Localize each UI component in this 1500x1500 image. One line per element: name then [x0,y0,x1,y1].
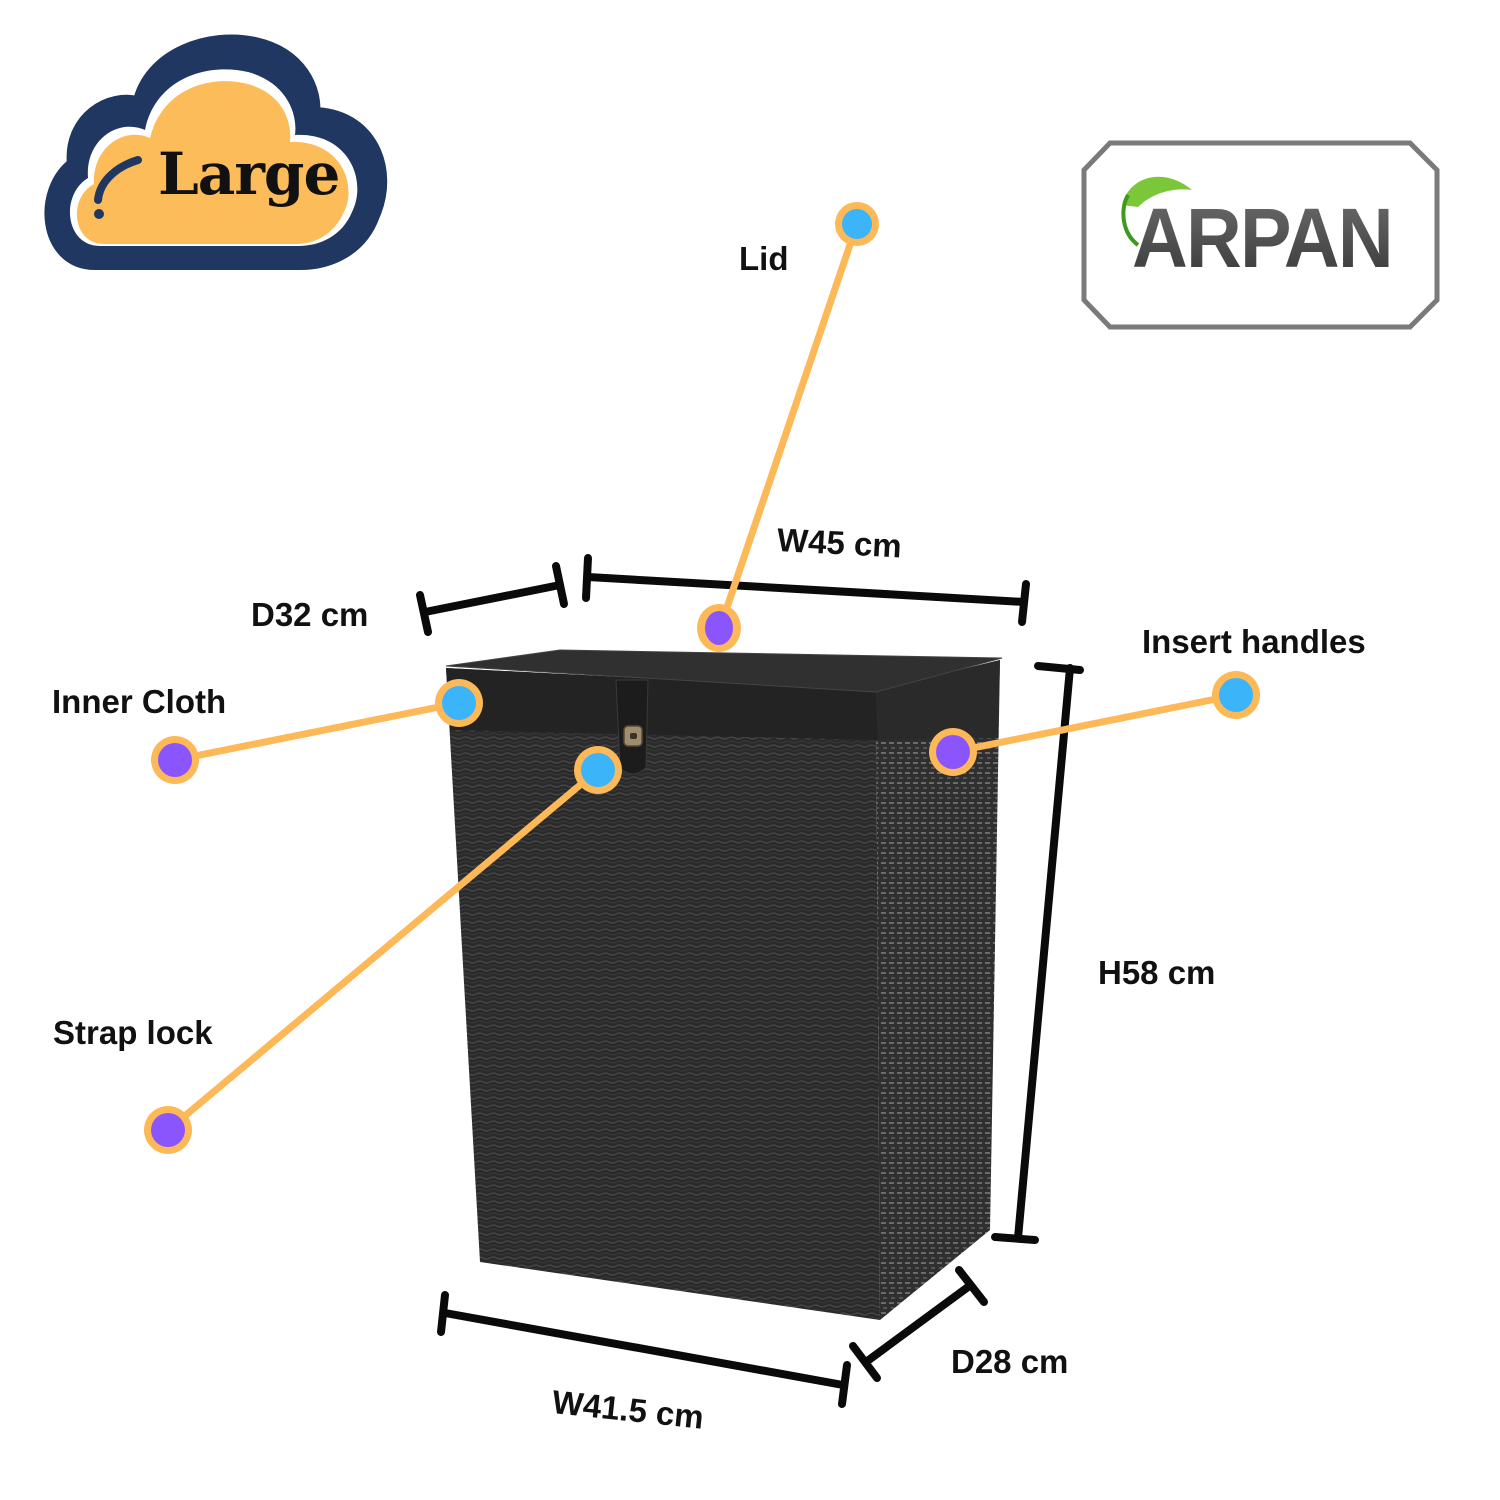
callout-dot-strap-lock-anchor[interactable] [574,746,622,794]
dimension-line-bottom-depth [849,1266,988,1382]
callout-dot-inner-cloth-anchor[interactable] [435,679,483,727]
dimension-label-top-depth: D32 cm [251,596,369,633]
brand-name: ARPAN [1132,191,1394,285]
callout-dot-lid-outer[interactable] [835,202,879,246]
strap-lock-icon [615,679,649,775]
callout-dot-insert-handles-anchor[interactable] [929,728,977,776]
callout-label-insert-handles: Insert handles [1142,623,1366,660]
callout-label-strap-lock: Strap lock [53,1014,213,1051]
callout-line-insert-handles [949,691,1240,756]
callout-line-inner-cloth [171,699,463,764]
callout-dot-lid-anchor[interactable] [697,604,741,652]
cloud-icon [44,34,388,270]
callout-label-inner-cloth: Inner Cloth [52,683,227,720]
dimension-line-height [991,662,1084,1244]
callout-dot-insert-handles-label[interactable] [1212,671,1260,719]
callout-dot-inner-cloth-label[interactable] [151,736,199,784]
dimension-line-top-width [582,554,1030,626]
callout-dot-strap-lock-label[interactable] [144,1106,192,1154]
basket-front-face [446,668,880,1320]
basket-lid [445,649,1003,693]
callout-label-lid: Lid [739,240,789,277]
size-badge-label: Large [158,140,340,208]
dimension-label-bottom-depth: D28 cm [951,1343,1069,1380]
dimension-line-top-depth [416,562,568,636]
callout-line-strap-lock [164,766,602,1134]
dimension-label-top-width: W45 cm [776,521,903,565]
size-badge [44,34,388,270]
leaf-icon [1121,176,1192,247]
callout-line-lid [716,220,861,632]
brand-logo [1081,140,1440,330]
dimension-line-bottom-width [437,1291,851,1408]
dimension-label-height: H58 cm [1098,954,1216,991]
basket-side-face [876,660,1000,1320]
